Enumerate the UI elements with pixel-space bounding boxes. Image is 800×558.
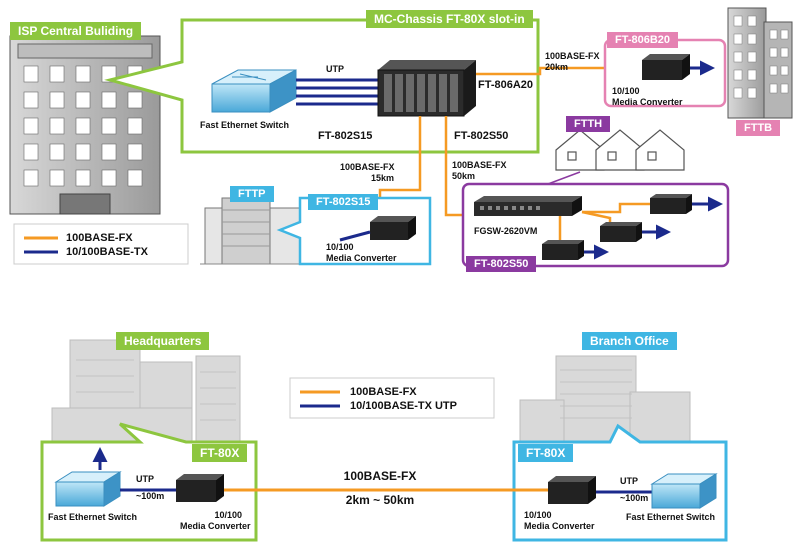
bottom-legend-box xyxy=(289,377,495,419)
ftth-utp-arrows xyxy=(584,196,723,260)
ft802s15-box xyxy=(276,196,432,266)
fttp-utp-cable xyxy=(339,230,371,242)
fttb-link-type: 100BASE-FX xyxy=(545,51,600,61)
headquarters-windows xyxy=(76,359,236,421)
branch-office-building xyxy=(519,355,691,449)
fttb-fiber-link xyxy=(476,66,645,76)
fttp-link-label: 100BASE-FX 15km xyxy=(340,162,395,184)
top-legend-fx-label: 100BASE-FX xyxy=(66,232,133,244)
ftth-houses xyxy=(555,129,685,171)
hq-converter-label: 10/100 Media Converter xyxy=(180,510,251,532)
hq-utp-type: UTP xyxy=(136,474,154,484)
hq-ft80x-tag: FT-80X xyxy=(192,444,248,462)
hq-utp-distance: ~100m xyxy=(136,491,165,501)
main-link-distance: 2km ~ 50km xyxy=(345,493,415,507)
ftth-tag: FTTH xyxy=(566,116,611,132)
ft802s50-tag: FT-802S50 xyxy=(466,256,537,272)
isp-building-tag: ISP Central Buliding xyxy=(10,22,142,40)
fttb-link-distance: 20km xyxy=(545,62,569,72)
ft806a20-label: FT-806A20 xyxy=(478,79,534,91)
ft806b20-converter-icon xyxy=(642,54,690,80)
branch-utp-label: UTP ~100m xyxy=(620,476,648,504)
hq-converter-name: Media Converter xyxy=(180,521,251,531)
fttb-link-label: 100BASE-FX 20km xyxy=(545,51,600,73)
isp-building xyxy=(9,35,161,215)
hq-media-converter-icon xyxy=(176,474,224,502)
bottom-legend-fx-label: 100BASE-FX xyxy=(350,386,417,398)
branch-office-tag: Branch Office xyxy=(582,332,677,350)
branch-media-converter-icon xyxy=(548,476,596,504)
hq-utp-label: UTP ~100m xyxy=(136,474,164,502)
branch-converter-speed: 10/100 xyxy=(524,510,552,520)
fttp-converter-label: 10/100 Media Converter xyxy=(326,242,397,264)
branch-windows xyxy=(560,369,632,419)
top-legend-tx-label: 10/100BASE-TX xyxy=(66,246,148,258)
fttp-link-type: 100BASE-FX xyxy=(340,162,395,172)
hq-converter-speed: 10/100 xyxy=(214,510,242,520)
chassis-callout xyxy=(104,18,540,154)
hq-switch-label: Fast Ethernet Switch xyxy=(48,512,138,522)
fttb-converter-label: 10/100 Media Converter xyxy=(612,86,683,108)
ftth-link-label: 100BASE-FX 50km xyxy=(452,160,507,182)
fgsw-2620vm-label: FGSW-2620VM xyxy=(474,226,538,236)
branch-utp-type: UTP xyxy=(620,476,638,486)
utp-label: UTP xyxy=(326,64,344,74)
fttp-link-distance: 15km xyxy=(370,173,394,183)
branch-switch-label: Fast Ethernet Switch xyxy=(626,512,716,522)
fttp-tag: FTTP xyxy=(230,186,274,202)
fttb-building xyxy=(727,7,793,119)
chassis-tag: MC-Chassis FT-80X slot-in xyxy=(366,10,533,28)
utp-cables xyxy=(296,78,378,106)
ft802s50-label: FT-802S50 xyxy=(454,130,509,142)
ftth-pointer-line xyxy=(547,171,581,185)
ftth-converter-icons xyxy=(542,194,692,260)
ft80x-chassis-icon xyxy=(377,60,476,117)
branch-converter-label: 10/100 Media Converter xyxy=(524,510,595,532)
fttp-building xyxy=(200,197,318,265)
fttp-converter-name: Media Converter xyxy=(326,253,397,263)
fttp-converter-speed: 10/100 xyxy=(326,242,354,252)
headquarters-tag: Headquarters xyxy=(116,332,210,350)
ft802s15-label: FT-802S15 xyxy=(318,130,373,142)
ft806b20-tag: FT-806B20 xyxy=(607,32,679,48)
fttb-tag: FTTB xyxy=(736,120,781,136)
ftth-link-distance: 50km xyxy=(452,171,476,181)
branch-converter-name: Media Converter xyxy=(524,521,595,531)
fttb-converter-speed: 10/100 xyxy=(612,86,640,96)
fast-ethernet-switch-icon xyxy=(211,69,297,113)
fttb-converter-name: Media Converter xyxy=(612,97,683,107)
branch-ft80x-tag: FT-80X xyxy=(518,444,574,462)
main-link-type: 100BASE-FX xyxy=(343,469,417,483)
hq-fast-ethernet-switch-icon xyxy=(54,471,122,507)
fttp-converter-icon xyxy=(370,216,416,240)
fast-ethernet-switch-label: Fast Ethernet Switch xyxy=(200,120,290,130)
branch-utp-distance: ~100m xyxy=(620,493,649,503)
ftth-link-type: 100BASE-FX xyxy=(452,160,507,170)
branch-fast-ethernet-switch-icon xyxy=(650,473,718,509)
bottom-legend-tx-label: 10/100BASE-TX UTP xyxy=(350,400,457,412)
ft802s15-tag: FT-802S15 xyxy=(308,194,379,210)
fgsw-2620vm-switch-icon xyxy=(474,196,582,216)
top-legend-box xyxy=(13,223,189,265)
